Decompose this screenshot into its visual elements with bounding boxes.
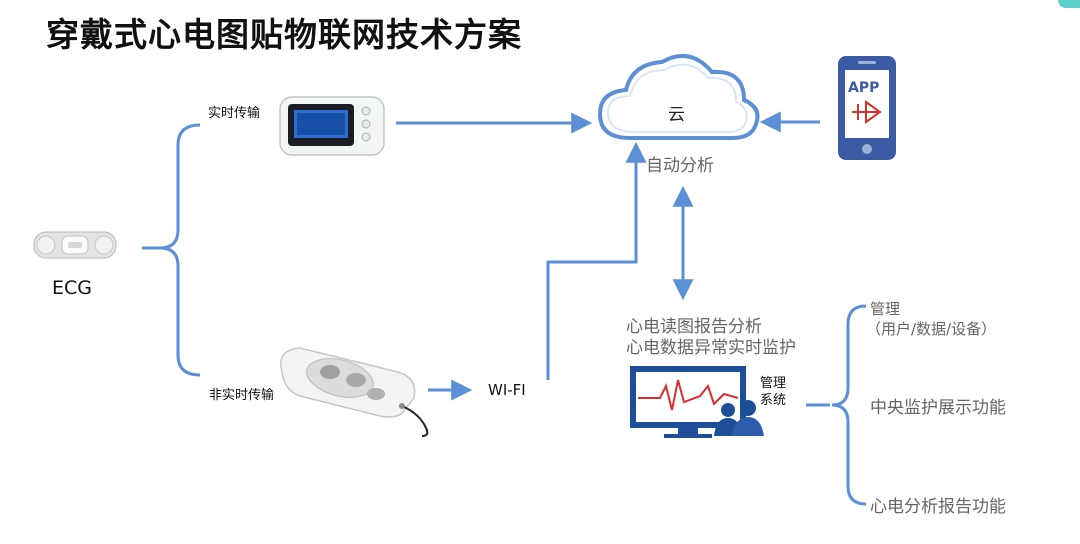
right-bracket (831, 304, 867, 506)
label-mgmt-system-1: 管理 (760, 376, 787, 391)
arrow-wifi-to-cloud (546, 141, 647, 380)
holter-device-icon (280, 347, 429, 437)
label-app: APP (848, 80, 880, 96)
label-non-realtime: 非实时传输 (209, 388, 275, 403)
label-ecg: ECG (52, 277, 92, 299)
realtime-recorder-icon (279, 96, 385, 156)
monitor-icon (630, 366, 746, 438)
users-icon (714, 400, 764, 436)
phone-icon (838, 56, 896, 160)
ecg-patch-icon (33, 231, 117, 259)
label-wifi: WI-FI (488, 381, 526, 399)
label-auto-analysis: 自动分析 (646, 156, 714, 176)
label-realtime: 实时传输 (208, 106, 261, 121)
left-bracket (142, 123, 201, 377)
label-report-analysis: 心电读图报告分析 (626, 317, 762, 337)
corner-accent (1058, 0, 1080, 8)
label-central-monitor: 中央监护展示功能 (870, 398, 1006, 418)
label-report-function: 心电分析报告功能 (870, 497, 1006, 517)
label-management-sub: （用户/数据/设备） (866, 320, 997, 338)
label-management: 管理 (870, 300, 901, 318)
label-abnormal-monitor: 心电数据异常实时监护 (626, 338, 796, 358)
label-cloud: 云 (668, 105, 685, 125)
label-mgmt-system-2: 系统 (760, 393, 787, 408)
cloud-icon (597, 53, 760, 140)
page-title: 穿戴式心电图贴物联网技术方案 (46, 15, 522, 54)
